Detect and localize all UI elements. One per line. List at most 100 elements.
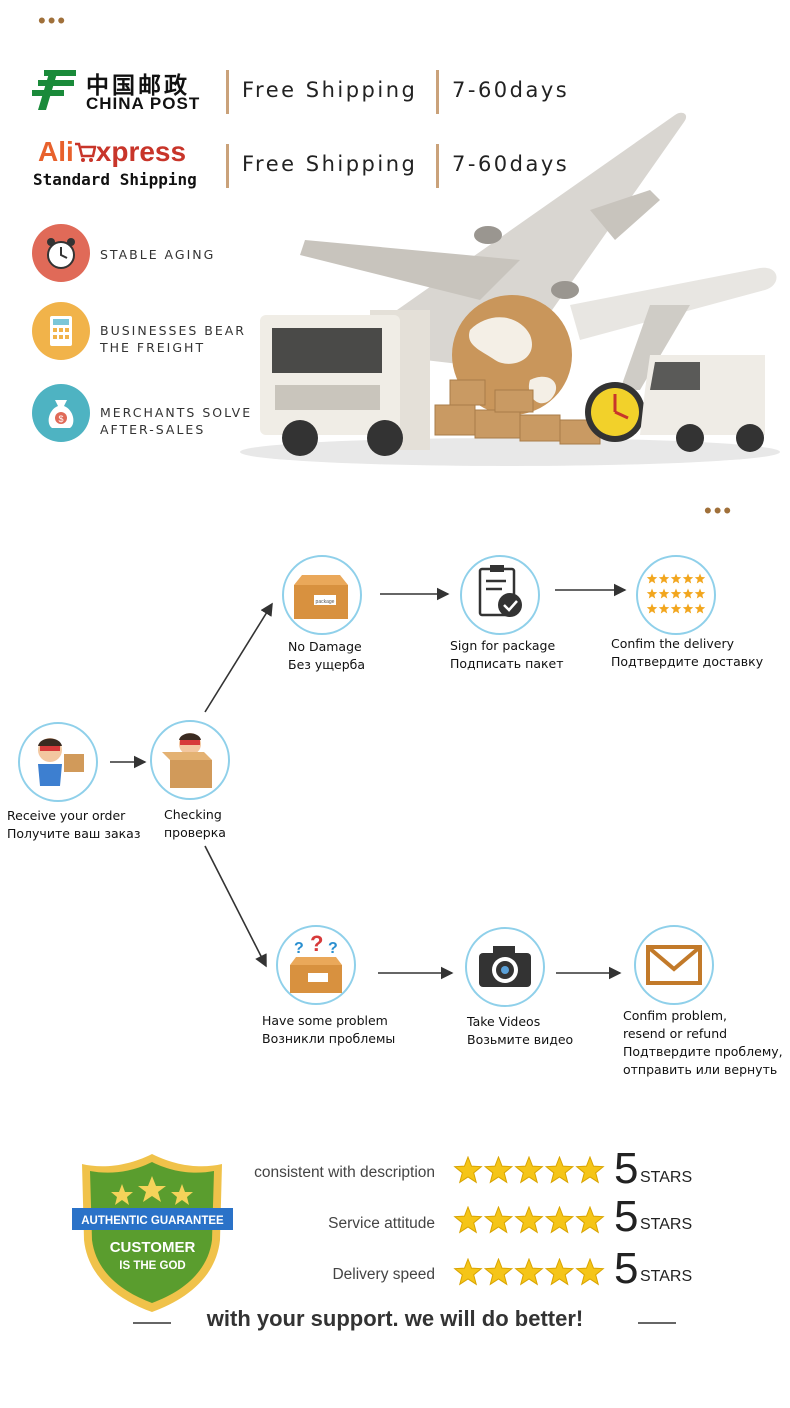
step-videos-ru: Возьмите видео (467, 1032, 574, 1047)
slogan-line-left (133, 1322, 171, 1324)
step-no-damage-caption: No Damage Без ущерба (288, 638, 365, 674)
alarm-clock-icon (32, 224, 90, 282)
money-bag-icon: $ (32, 384, 90, 442)
svg-text:?: ? (294, 940, 304, 957)
star-icon (694, 588, 706, 599)
star-icon (646, 573, 658, 584)
rating-label: consistent with description (254, 1164, 435, 1181)
rating-stars (453, 1206, 605, 1234)
feature-label: MERCHANTS SOLVE AFTER-SALES (100, 404, 252, 438)
feature-label: BUSINESSES BEAR THE FREIGHT (100, 322, 246, 356)
star-icon (483, 1156, 514, 1184)
star-icon (514, 1206, 544, 1234)
slogan-line-right (638, 1322, 676, 1324)
step-checking-ru: проверка (164, 825, 226, 840)
china-post-en: CHINA POST (86, 94, 201, 113)
step-camera-icon (465, 927, 545, 1007)
star-icon (575, 1258, 605, 1286)
rating-stars (453, 1258, 605, 1286)
step-receive-caption: Receive your order Получите ваш заказ (7, 807, 141, 843)
airplane-icon (300, 112, 687, 371)
rating-score: 5 (614, 1244, 639, 1293)
step-no-damage-en: No Damage (288, 639, 362, 654)
feature-freight: BUSINESSES BEAR THE FREIGHT (32, 302, 262, 362)
star-icon (453, 1206, 483, 1234)
airplane-icon (570, 267, 777, 390)
logistics-illustration (220, 100, 785, 480)
aliexpress-sub: Standard Shipping (33, 170, 197, 189)
decorative-dots-middle: ••• (704, 498, 734, 523)
rating-unit: STARS (640, 1169, 693, 1186)
rating-unit: STARS (640, 1268, 693, 1285)
divider (226, 70, 229, 114)
aliexpress-logo-ali: Ali (38, 136, 74, 167)
star-icon (682, 588, 694, 599)
rating-score: 5 (614, 1192, 639, 1241)
slogan: with your support. we will do better! (206, 1306, 584, 1331)
step-no-damage-ru: Без ущерба (288, 657, 366, 672)
step-confirm-ru: Подтвердите доставку (611, 654, 764, 669)
badge-ribbon: AUTHENTIC GUARANTEE (81, 1215, 224, 1227)
step-confirm-caption: Confim the delivery Подтвердите доставку (611, 635, 763, 671)
step-problem-icon: ? ? ? (276, 925, 356, 1005)
step-sign-ru: Подписать пакет (450, 656, 564, 671)
step-sign-caption: Sign for package Подписать пакет (450, 637, 564, 673)
rating-unit: STARS (640, 1216, 693, 1233)
star-icon (514, 1156, 544, 1184)
divider (436, 70, 439, 114)
shipping-method: Free Shipping (242, 152, 418, 176)
feature-label-line2: THE FREIGHT (100, 340, 206, 355)
step-problem-ru: Возникли проблемы (262, 1031, 396, 1046)
svg-text:?: ? (328, 940, 338, 957)
svg-text:?: ? (310, 931, 323, 956)
star-icon (658, 573, 670, 584)
star-icon (682, 603, 694, 614)
badge-line2: IS THE GOD (119, 1260, 185, 1272)
step-confirm-delivery-icon (636, 555, 716, 635)
parcel-boxes-icon (434, 379, 601, 445)
feature-label: STABLE AGING (100, 247, 216, 262)
star-icon (658, 588, 670, 599)
star-icon (646, 588, 658, 599)
china-post-cn: 中国邮政 (86, 73, 190, 99)
star-icon (544, 1206, 575, 1234)
star-icon (694, 603, 706, 614)
feature-label-line1: MERCHANTS SOLVE (100, 405, 253, 420)
star-icon (694, 573, 706, 584)
step-resolve-ru1: Подтвердите проблему, (623, 1044, 783, 1059)
step-resolve-caption: Confim problem, resend or refund Подтвер… (623, 1007, 783, 1079)
step-receive-order-icon (18, 722, 98, 802)
badge-line1: CUSTOMER (110, 1239, 196, 1256)
step-resolve-en1: Confim problem, (623, 1008, 728, 1023)
star-icon (646, 603, 658, 614)
step-no-damage-icon: package (282, 555, 362, 635)
calculator-icon (32, 302, 90, 360)
step-receive-ru: Получите ваш заказ (7, 826, 141, 841)
feature-stable-aging: STABLE AGING (32, 224, 262, 284)
star-icon (483, 1206, 514, 1234)
star-icon (453, 1258, 483, 1286)
star-icon (682, 573, 694, 584)
stopwatch-icon (585, 382, 645, 442)
step-resolve-en2: resend or refund (623, 1026, 728, 1041)
svg-text:$: $ (58, 414, 63, 424)
step-problem-caption: Have some problem Возникли проблемы (262, 1012, 395, 1048)
star-icon (658, 603, 670, 614)
star-icon (483, 1258, 514, 1286)
divider (226, 144, 229, 188)
package-label: package (316, 599, 335, 605)
step-checking-en: Checking (164, 807, 222, 822)
star-icon (544, 1156, 575, 1184)
step-checking-icon (150, 720, 230, 800)
cart-icon (74, 138, 97, 162)
star-icon (453, 1156, 483, 1184)
step-receive-en: Receive your order (7, 808, 126, 823)
aliexpress-logo-xpress: xpress (95, 136, 187, 167)
truck-icon (260, 310, 430, 456)
feature-after-sales: $ MERCHANTS SOLVE AFTER-SALES (32, 384, 262, 444)
guarantee-badge: AUTHENTIC GUARANTEE CUSTOMER IS THE GOD (70, 1150, 235, 1315)
rating-label: Service attitude (328, 1215, 435, 1232)
step-videos-caption: Take Videos Возьмите видео (467, 1013, 573, 1049)
star-icon (514, 1258, 544, 1286)
aliexpress-logo: Ali xpress (38, 136, 186, 168)
